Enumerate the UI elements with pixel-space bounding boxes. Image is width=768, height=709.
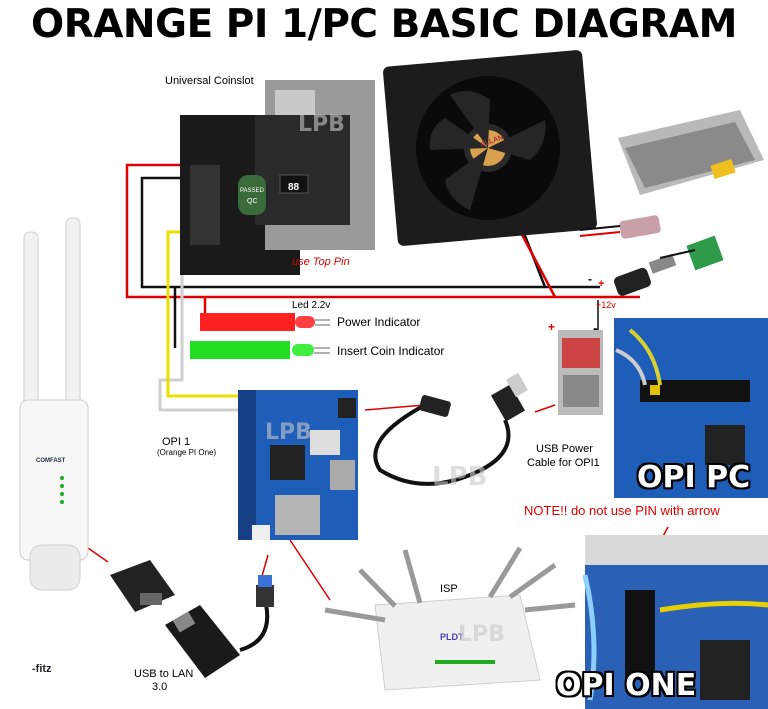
psu-plus-label: + [598,278,605,290]
ap-arrow [87,547,109,563]
ap-brand-label: COMFAST [36,458,66,464]
coin-display-text: 88 [288,182,300,193]
psu-minus-label: - [588,272,592,286]
usb-arrow-2 [534,404,556,413]
minus-label: - [593,320,598,336]
poe-adapter [110,560,175,612]
usb-power-cable [373,372,529,486]
plus12v-label: +12v [596,300,616,310]
plus-label: + [548,320,556,334]
outdoor-access-point [19,217,89,591]
coinslot-device [180,80,375,275]
coin-led [190,341,330,359]
usb-lan-adapter [165,575,274,678]
coin-badge-text-2: QC [247,198,258,205]
coin-badge-text: PASSED [240,188,264,194]
opi-pc-badge: OPI PC [637,460,751,495]
orange-pi-one-board [238,390,358,540]
use-top-pin-label: use Top Pin [292,256,350,268]
author-label: -fitz [32,663,52,675]
page-title: ORANGE PI 1/PC BASIC DIAGRAM [31,2,737,47]
opi-one-inset [582,535,768,709]
red-wire-main [125,163,600,299]
opi1-label: OPI 1 [162,436,191,448]
step-down-converter [558,330,603,415]
coin-indicator-label: Insert Coin Indicator [337,344,445,358]
usb-lan-sublabel: 3.0 [152,681,168,693]
power-indicator-label: Power Indicator [337,315,421,329]
isp-label: ISP [440,583,458,595]
router-arrow [289,539,331,601]
usb-arrow [364,404,426,411]
watermark-cable: LPB [432,462,488,492]
led-voltage-label: Led 2.2v [292,300,331,311]
router-brand-label: PLDT [440,632,464,642]
usb-lan-label: USB to LAN [134,668,194,680]
opi1-sublabel: (Orange PI One) [157,448,217,457]
black-wire-main [140,176,600,289]
usb-power-label: USB Power [536,443,593,455]
watermark-board: LPB [265,420,312,445]
opi-one-badge: OPI ONE [556,668,697,703]
coinslot-label: Universal Coinslot [165,75,254,87]
opi-pc-inset [614,318,768,498]
isp-router [324,546,576,691]
fan [383,50,597,246]
power-plug [579,215,661,239]
dc-jack [614,235,724,296]
power-supply [618,110,764,195]
usb-power-sublabel: Cable for OPI1 [527,457,600,469]
watermark-coinslot: LPB [298,112,345,137]
power-led [200,313,330,331]
note-label: NOTE!! do not use PIN with arrow [524,503,720,518]
watermark-router: LPB [458,622,505,647]
